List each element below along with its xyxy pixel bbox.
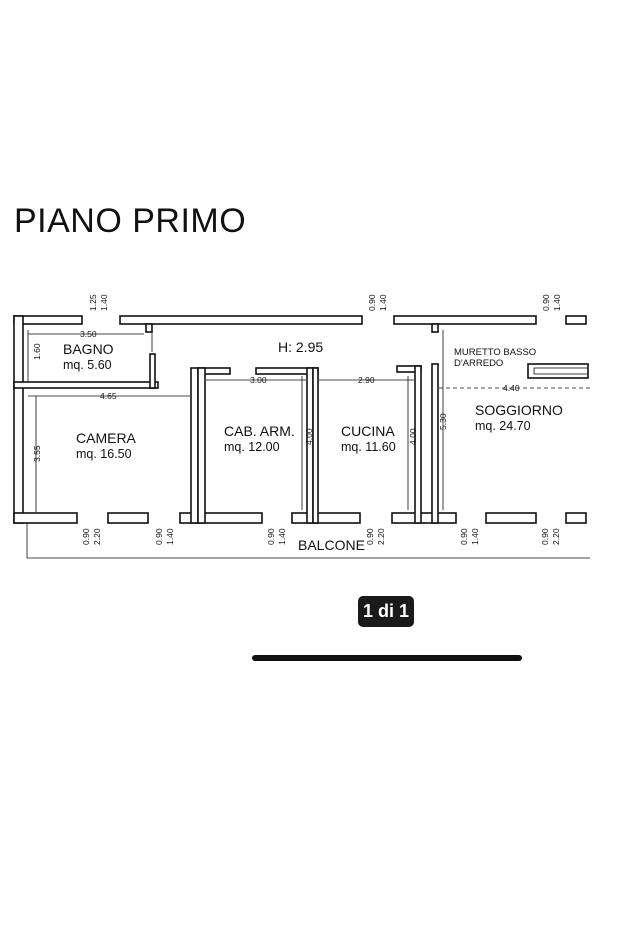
window-bot1-a: 0.90 [81, 528, 91, 545]
wall-bagno-bottom [13, 381, 159, 389]
window-top1-a: 1.25 [88, 294, 98, 311]
wall-soggiorno-left [431, 363, 439, 524]
low-wall-inner [533, 367, 589, 375]
wall-bottom-6 [485, 512, 537, 524]
dim-cab-height: 4.00 [304, 428, 314, 445]
dim-cucina-height: 4.00 [408, 428, 418, 445]
window-bot4-a: 0.90 [365, 528, 375, 545]
window-bot5-a: 0.90 [459, 528, 469, 545]
window-bot2-a: 0.90 [154, 528, 164, 545]
window-bot5-b: 1.40 [470, 528, 480, 545]
wall-bottom-1 [13, 512, 78, 524]
room-balcone-name: BALCONE [298, 537, 365, 553]
wall-cab-left [197, 367, 206, 524]
wall-bottom-7 [565, 512, 587, 524]
room-bagno-name: BAGNO [63, 341, 114, 357]
page-indicator: 1 di 1 [358, 596, 414, 627]
wall-bottom-4 [291, 512, 361, 524]
room-cab-name: CAB. ARM. [224, 423, 295, 439]
window-bot3-a: 0.90 [266, 528, 276, 545]
dim-camera-height: 3.55 [32, 445, 42, 462]
dim-camera-width: 4.65 [100, 391, 117, 401]
room-bagno-area: mq. 5.60 [63, 358, 112, 372]
wall-top-2 [119, 315, 363, 325]
scrollbar-handle[interactable] [252, 655, 522, 661]
room-cucina-area: mq. 11.60 [341, 440, 396, 454]
room-cab-area: mq. 12.00 [224, 440, 280, 454]
room-soggiorno-area: mq. 24.70 [475, 419, 531, 433]
dim-bagno-width: 3.50 [80, 329, 97, 339]
dim-cucina-width: 2.90 [358, 375, 375, 385]
window-bot6-a: 0.90 [540, 528, 550, 545]
wall-bagno-right [149, 353, 156, 389]
wall-top-3 [393, 315, 537, 325]
room-soggiorno-name: SOGGIORNO [475, 402, 563, 418]
window-top1-b: 1.40 [99, 294, 109, 311]
window-bot4-b: 2.20 [376, 528, 386, 545]
door-lines [151, 330, 444, 510]
room-camera-name: CAMERA [76, 430, 137, 446]
balcony-outline [26, 523, 590, 559]
window-top3-a: 0.90 [541, 294, 551, 311]
dim-cab-width: 3.00 [250, 375, 267, 385]
wall-top-1 [13, 315, 83, 325]
dim-bagno-height: 1.60 [32, 343, 42, 360]
note-line1: MURETTO BASSO [454, 347, 536, 358]
note-line2: D'ARREDO [454, 358, 503, 369]
dimension-lines [27, 330, 590, 512]
wall-bottom-2 [107, 512, 149, 524]
page-title: PIANO PRIMO [14, 202, 247, 240]
wall-bottom-5 [391, 512, 457, 524]
wall-bagno-jamb [145, 323, 153, 333]
wall-jamb-top [431, 323, 439, 333]
wall-cucina-right [414, 365, 422, 524]
window-bot2-b: 1.40 [165, 528, 175, 545]
window-top2-a: 0.90 [367, 294, 377, 311]
height-label: H: 2.95 [278, 339, 323, 355]
dim-soggiorno-height: 5.30 [438, 413, 448, 430]
wall-camera-right [190, 367, 199, 524]
window-bot1-b: 2.20 [92, 528, 102, 545]
room-cucina-name: CUCINA [341, 423, 395, 439]
low-wall [527, 363, 589, 379]
window-top3-b: 1.40 [552, 294, 562, 311]
dim-soggiorno-width: 4.40 [503, 383, 520, 393]
wall-left [13, 315, 24, 524]
window-top2-b: 1.40 [378, 294, 388, 311]
window-markers [76, 316, 567, 523]
wall-cucina-left [312, 367, 319, 524]
room-camera-area: mq. 16.50 [76, 447, 132, 461]
window-bot3-b: 1.40 [277, 528, 287, 545]
wall-top-4 [565, 315, 587, 325]
window-bot6-b: 2.20 [551, 528, 561, 545]
